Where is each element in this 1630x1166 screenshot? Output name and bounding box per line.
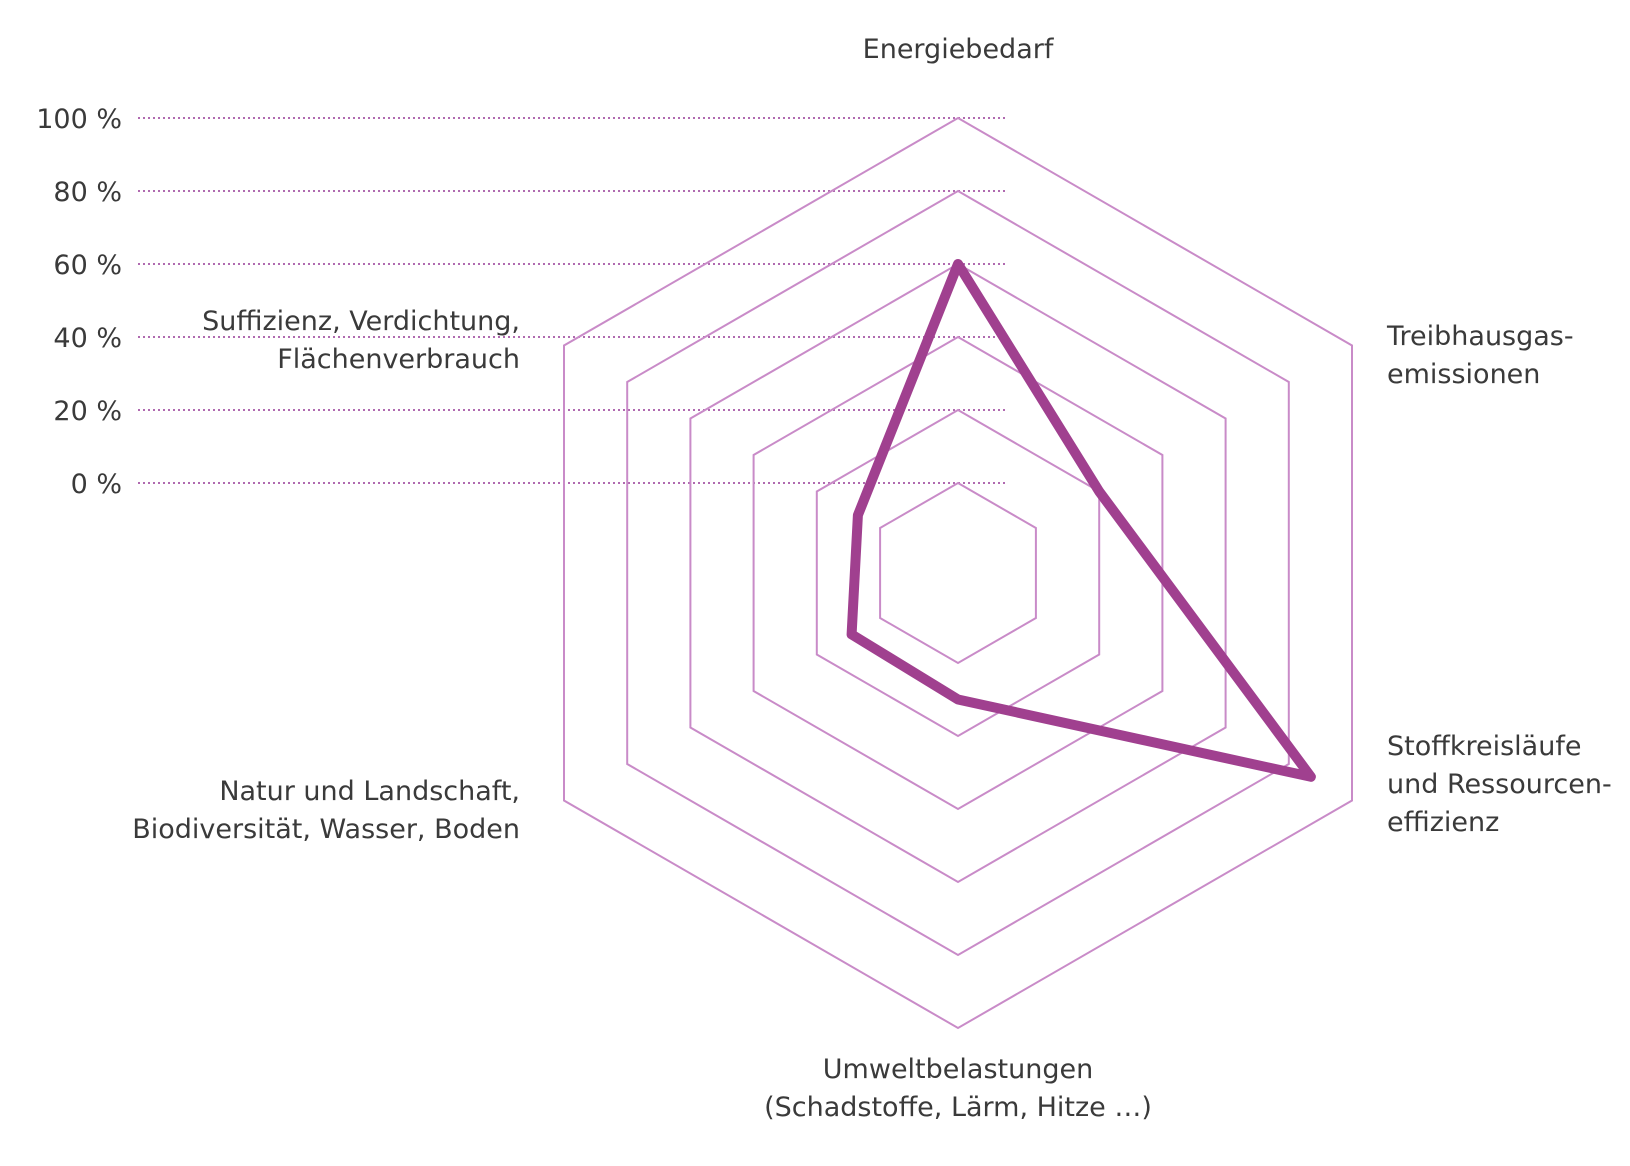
- axis-label-line: effizienz: [1387, 807, 1499, 838]
- axis-label-group: Stoffkreisläufe und Ressourcen-effizienz: [1387, 731, 1612, 838]
- radar-grid: [563, 116, 1353, 1030]
- axis-label-group: Energiebedarf: [863, 34, 1055, 65]
- axis-label-line: Umweltbelastungen: [823, 1054, 1093, 1085]
- axis-label-line: und Ressourcen-: [1387, 769, 1612, 800]
- grid-ring: [563, 116, 1353, 1030]
- tick-label: 60 %: [53, 250, 122, 281]
- axis-label-line: Biodiversität, Wasser, Boden: [132, 814, 520, 845]
- grid-ring: [879, 481, 1037, 665]
- axis-label-line: Flächenverbrauch: [277, 344, 520, 375]
- axis-label-group: Natur und Landschaft, Biodiversität, Wass…: [132, 776, 520, 845]
- grid-ring: [626, 189, 1290, 957]
- tick-guides: [138, 117, 1006, 484]
- axis-label-group: Suffizienz, Verdichtung, Flächenverbrauch: [202, 306, 520, 375]
- axis-label-line: (Schadstoffe, Lärm, Hitze …): [764, 1092, 1152, 1123]
- axis-label-line: emissionen: [1387, 359, 1540, 390]
- series-polygon: [846, 259, 1316, 782]
- axis-label-group: Umweltbelastungen (Schadstoffe, Lärm, Hit…: [764, 1054, 1152, 1123]
- tick-label: 0 %: [71, 469, 122, 500]
- grid-ring: [752, 335, 1164, 811]
- tick-label: 80 %: [53, 177, 122, 208]
- axis-label-line: Treibhausgas-: [1386, 321, 1574, 352]
- tick-label: 20 %: [53, 396, 122, 427]
- grid-ring: [689, 262, 1227, 884]
- radar-series: [846, 259, 1316, 782]
- tick-labels: 100 % 80 % 60 % 40 % 20 % 0 %: [36, 104, 122, 500]
- axis-label-group: Treibhausgas-emissionen: [1386, 321, 1574, 390]
- tick-label: 100 %: [36, 104, 122, 135]
- axis-label-line: Natur und Landschaft,: [219, 776, 520, 807]
- axis-labels: EnergiebedarfTreibhausgas-emissionenStof…: [132, 34, 1611, 1123]
- axis-label-line: Suffizienz, Verdichtung,: [202, 306, 520, 337]
- tick-label: 40 %: [53, 323, 122, 354]
- axis-label-line: Stoffkreisläufe: [1387, 731, 1581, 762]
- axis-label-line: Energiebedarf: [863, 34, 1055, 65]
